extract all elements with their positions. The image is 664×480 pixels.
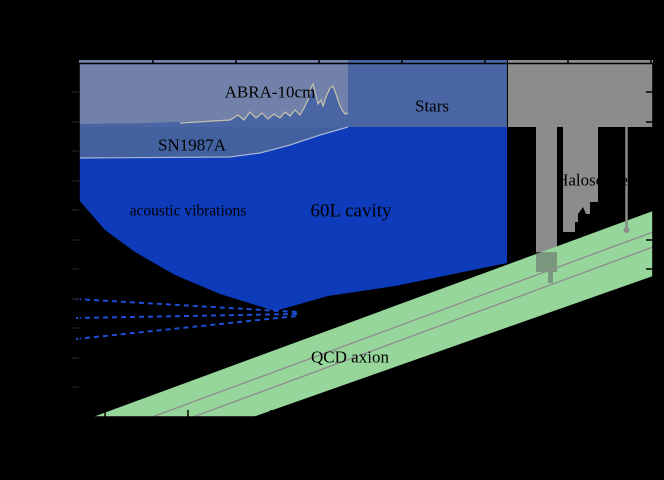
projection-dashed-middle <box>75 313 298 319</box>
label-haloscope: Haloscope <box>556 171 628 190</box>
sn1987a-boundary-line <box>78 126 349 159</box>
label-sn1987a: SN1987A <box>158 136 227 155</box>
label-acoustic-vibrations: acoustic vibrations <box>130 203 247 220</box>
label-abra-10cm: ABRA-10cm <box>225 83 316 102</box>
haloscope-line-end-dot <box>623 227 630 233</box>
region-haloscope-bar-a <box>536 127 557 252</box>
projection-dashed-upper <box>75 298 298 313</box>
label-stars: Stars <box>415 97 449 116</box>
region-abra-overlay <box>79 60 348 124</box>
region-haloscope-block <box>508 60 653 127</box>
region-sn1987a <box>79 127 348 158</box>
region-haloscope-bar-a-over-band <box>536 252 557 283</box>
region-60l-cavity <box>79 127 507 311</box>
label-60l-cavity: 60L cavity <box>310 201 392 222</box>
abra-limit-curve <box>179 82 349 124</box>
projection-dashed-lower <box>75 315 298 340</box>
dfsz-model-line <box>192 246 654 418</box>
region-qcd-axion-band <box>93 211 653 417</box>
ksvz-model-line <box>151 231 654 418</box>
region-haloscope-bar-b <box>563 127 598 232</box>
label-qcd-axion: QCD axion <box>311 348 389 367</box>
